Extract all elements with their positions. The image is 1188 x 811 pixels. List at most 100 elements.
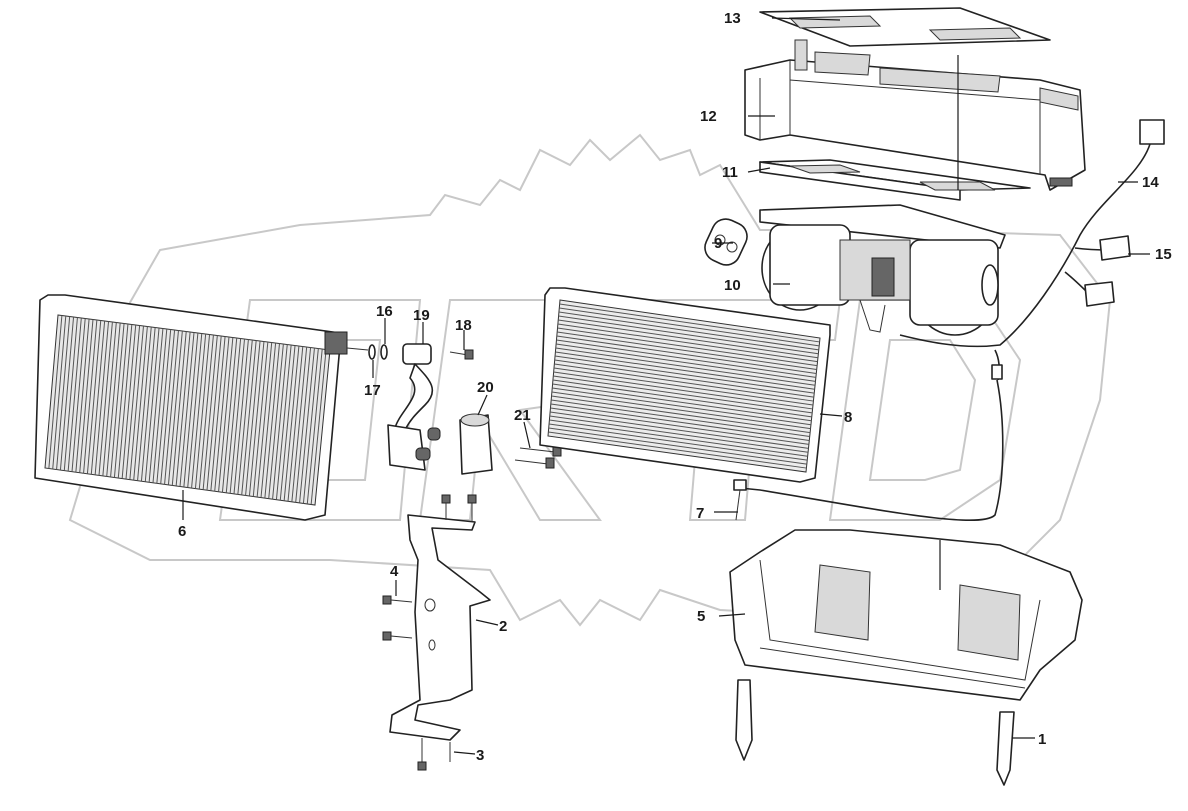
fin-line [248, 341, 265, 497]
fin-line [160, 329, 176, 484]
fin-line [279, 345, 296, 501]
fin-line [268, 343, 284, 499]
fin-line [556, 335, 817, 374]
fin-line [59, 316, 75, 471]
fin-line [558, 311, 819, 351]
fin-line [156, 329, 172, 484]
part-20-expansion-valve [459, 413, 493, 475]
callout-20: 20 [477, 379, 494, 396]
fin-line [551, 399, 810, 438]
part-8-evaporator [539, 287, 831, 483]
callout-15: 15 [1155, 246, 1172, 263]
callout-21: 21 [514, 407, 531, 424]
fin-line [113, 323, 129, 478]
fin-line [183, 332, 199, 488]
fin-line [554, 355, 815, 394]
part-19-pipe [387, 343, 441, 471]
fin-line [553, 367, 814, 406]
part-6-fins [48, 315, 327, 505]
fin-line [121, 324, 137, 479]
fin-line [86, 320, 102, 474]
fin-line [133, 326, 148, 481]
part-7-sensor [733, 479, 747, 521]
fin-line [102, 322, 117, 476]
part-1-drain-tubes [735, 679, 1015, 786]
fin-line [548, 431, 807, 469]
fin-line [551, 391, 811, 430]
fin-line [218, 337, 234, 492]
fin-line [553, 371, 813, 410]
fin-line [556, 343, 816, 382]
fin-line [557, 327, 818, 367]
fin-line [558, 319, 819, 359]
watermark-letter-d [828, 299, 1022, 521]
part-9-gasket-ring [704, 218, 748, 266]
fin-line [167, 330, 183, 485]
part-21-bolts [514, 445, 562, 469]
callout-8: 8 [844, 409, 852, 426]
fin-line [137, 326, 152, 481]
fin-line [94, 321, 110, 475]
callout-12: 12 [700, 108, 717, 125]
callout-3: 3 [476, 747, 484, 764]
callout-9: 9 [714, 235, 722, 252]
fin-line [548, 427, 807, 465]
fin-line [551, 395, 811, 434]
callout-16: 16 [376, 303, 393, 320]
fin-line [83, 319, 98, 474]
fin-line [287, 346, 304, 502]
fin-line [291, 346, 308, 502]
fin-line [275, 344, 292, 500]
callout-labels: 1 2 3 4 5 6 7 8 9 10 11 12 13 14 15 16 1… [178, 10, 1172, 764]
fin-line [179, 332, 195, 487]
fin-line [175, 331, 191, 487]
fin-line [552, 387, 812, 426]
callout-7: 7 [696, 505, 704, 522]
leader-lines [182, 17, 1150, 755]
callout-1: 1 [1038, 731, 1046, 748]
fin-line [206, 335, 222, 491]
callout-18: 18 [455, 317, 472, 334]
fin-line [548, 423, 808, 461]
part-6-heater-core [34, 294, 348, 521]
fin-line [559, 307, 820, 347]
part-8-fins [548, 303, 820, 469]
fin-line [71, 318, 86, 472]
fin-line [556, 339, 816, 378]
fin-line [98, 321, 113, 476]
fin-line [148, 328, 164, 483]
fin-line [202, 335, 218, 490]
fin-line [283, 345, 300, 501]
fin-line [272, 344, 288, 500]
fin-line [229, 338, 246, 494]
fin-line [557, 323, 818, 363]
fin-line [553, 375, 813, 414]
callout-14: 14 [1142, 174, 1159, 191]
fin-line [549, 415, 809, 453]
callout-19: 19 [413, 307, 430, 324]
callout-5: 5 [697, 608, 705, 625]
part-10-blower-motor [759, 204, 1006, 336]
fin-line [225, 338, 242, 493]
fin-line [241, 340, 257, 496]
fin-line [125, 325, 141, 480]
fin-line [106, 322, 121, 477]
callout-6: 6 [178, 523, 186, 540]
fin-line [117, 324, 133, 479]
part-2-bracket [389, 514, 491, 741]
fin-line [194, 334, 211, 489]
fin-line [221, 337, 238, 493]
fin-line [110, 323, 125, 478]
watermark-gear-outline [68, 133, 1112, 627]
fin-line [144, 327, 160, 482]
fin-line [260, 342, 277, 498]
fin-line [310, 349, 327, 505]
fin-line [164, 330, 179, 485]
fin-line [557, 331, 817, 371]
fin-line [558, 315, 819, 355]
part-11-gasket [759, 159, 1031, 201]
fin-line [210, 336, 226, 491]
fin-line [559, 303, 820, 343]
fin-line [550, 411, 809, 449]
